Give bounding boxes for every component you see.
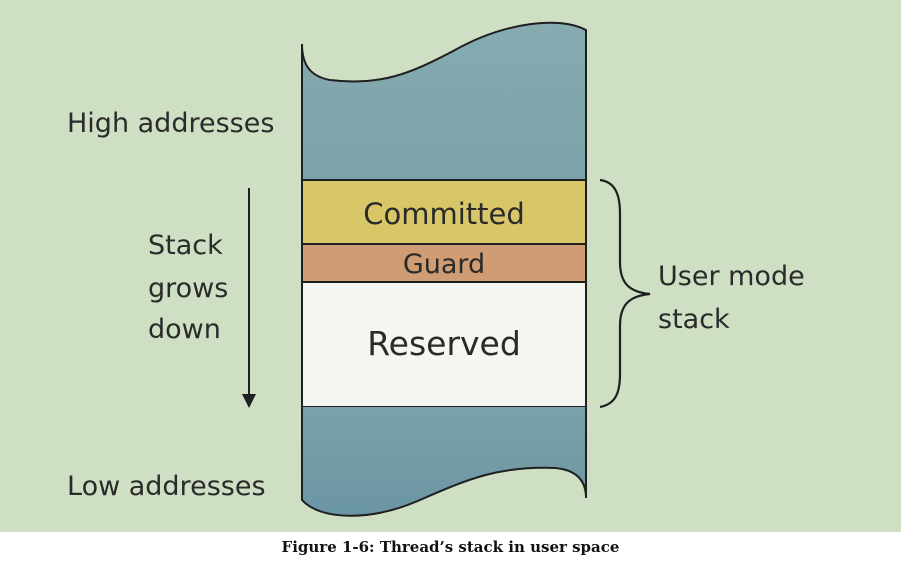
curly-brace-icon xyxy=(599,178,651,409)
upper-stack-region xyxy=(302,22,586,180)
stack-diagram: Committed Guard Reserved High addresses … xyxy=(0,0,901,532)
figure-caption: Figure 1-6: Thread’s stack in user space xyxy=(281,538,620,556)
guard-label: Guard xyxy=(403,249,485,280)
diagram-panel: Committed Guard Reserved High addresses … xyxy=(0,0,901,532)
lower-stack-outline xyxy=(301,407,587,517)
lower-stack-region xyxy=(302,407,586,516)
reserved-label: Reserved xyxy=(367,324,521,363)
user-mode-label-line2: stack xyxy=(658,304,730,335)
committed-label: Committed xyxy=(363,197,525,231)
stack-grows-label-line1: Stack xyxy=(148,230,223,261)
upper-stack-outline xyxy=(301,21,587,180)
user-mode-label-line1: User mode xyxy=(658,261,805,292)
stack-grows-label-line3: down xyxy=(148,314,221,345)
reserved-block xyxy=(301,281,587,408)
high-addresses-label: High addresses xyxy=(67,108,274,139)
committed-block xyxy=(301,179,587,245)
low-addresses-label: Low addresses xyxy=(67,471,266,502)
down-arrow-icon xyxy=(242,188,256,408)
stack-grows-label-line2: grows xyxy=(148,273,228,304)
